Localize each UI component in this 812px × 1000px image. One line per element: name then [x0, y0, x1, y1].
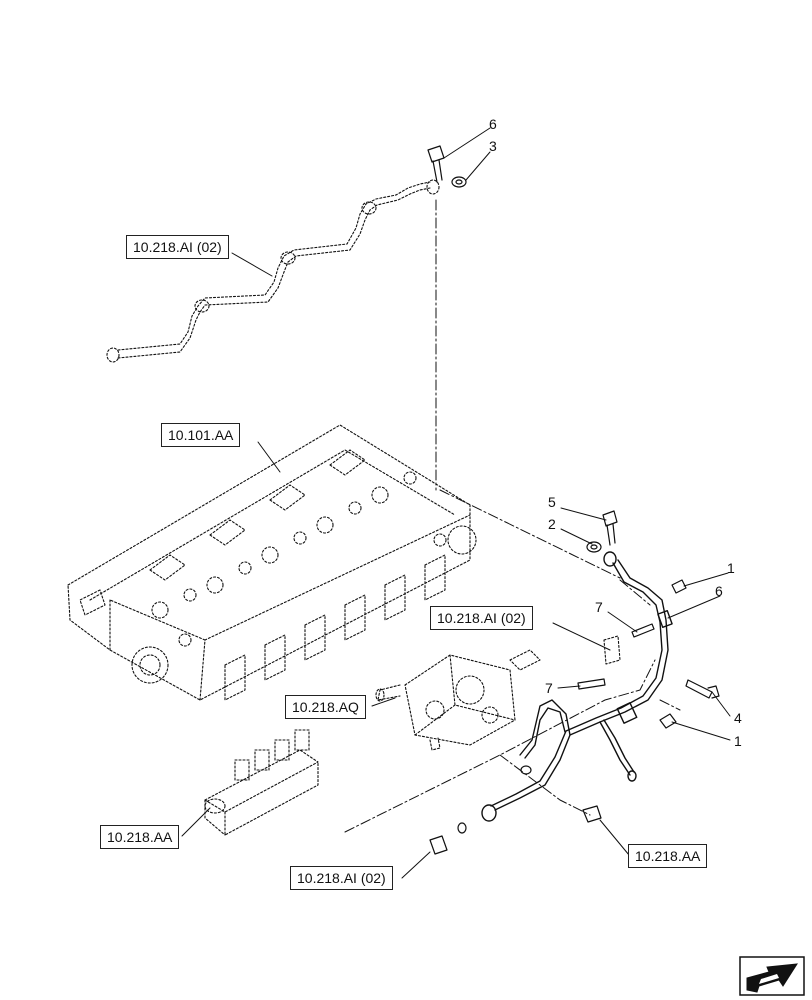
callout-leaders — [181, 127, 731, 879]
ref-10-218-ai-mid[interactable]: 10.218.AI (02) — [430, 606, 533, 630]
callout-6-top: 6 — [489, 116, 497, 132]
callout-5: 5 — [548, 494, 556, 510]
ref-10-218-ai-bottom[interactable]: 10.218.AI (02) — [290, 866, 393, 890]
ref-10-218-aa-left[interactable]: 10.218.AA — [100, 825, 180, 849]
callout-1-upper: 1 — [727, 560, 735, 576]
clip-bracket — [603, 635, 621, 665]
ref-10-218-aa-right[interactable]: 10.218.AA — [628, 844, 708, 868]
lower-leaders — [344, 579, 681, 833]
ref-10-101-aa[interactable]: 10.101.AA — [161, 423, 241, 447]
leader-head-to-pipe — [439, 489, 621, 579]
callout-7-lower: 7 — [545, 680, 553, 696]
clip-nut-upper — [671, 579, 687, 594]
lower-fittings — [429, 765, 602, 855]
callout-2: 2 — [548, 516, 556, 532]
callout-1-lower: 1 — [734, 733, 742, 749]
callout-7-upper: 7 — [595, 599, 603, 615]
return-rail-assembly — [106, 179, 440, 363]
callout-3: 3 — [489, 138, 497, 154]
cylinder-head — [67, 424, 477, 701]
banjo-bolt-and-washer — [586, 510, 618, 553]
callout-4: 4 — [734, 710, 742, 726]
studs — [577, 623, 655, 690]
ref-10-218-ai-top[interactable]: 10.218.AI (02) — [126, 235, 229, 259]
ref-10-218-aq[interactable]: 10.218.AQ — [285, 695, 366, 719]
next-page-arrow-icon[interactable] — [739, 956, 805, 996]
fuel-manifold — [204, 729, 319, 836]
callout-6-pipe: 6 — [715, 583, 723, 599]
clip-nut-lower — [659, 713, 677, 729]
injection-pump — [375, 649, 541, 751]
injector-pipe — [481, 551, 673, 822]
top-bolt-and-washer — [427, 145, 467, 188]
